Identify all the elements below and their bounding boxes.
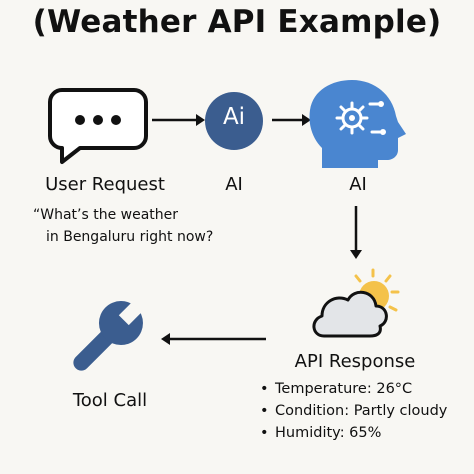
api-response-item-condition: Condition: Partly cloudy [260,400,470,422]
user-request-label: User Request [45,174,165,195]
user-request-quote-line2: in Bengaluru right now? [46,229,214,245]
tool-call-label: Tool Call [72,390,148,411]
ai-badge-label: AI [225,174,243,195]
ai-badge-text: Ai [222,104,246,130]
user-request-quote-line1: “What’s the weather [33,207,179,223]
api-response-item-humidity: Humidity: 65% [260,422,470,444]
diagram-title: (Weather API Example) [32,4,442,40]
api-response-item-temperature: Temperature: 26°C [260,378,470,400]
api-response-list: Temperature: 26°C Condition: Partly clou… [260,378,470,444]
api-response-label: API Response [294,351,416,372]
ai-head-label: AI [349,174,367,195]
